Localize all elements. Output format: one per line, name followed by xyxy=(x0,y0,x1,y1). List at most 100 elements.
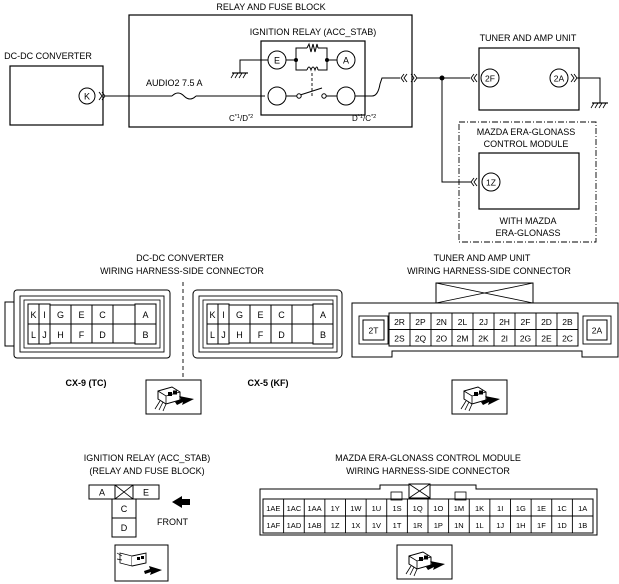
dcdc-pin-f: F xyxy=(79,330,85,340)
era-module-title-1: MAZDA ERA-GLONASS xyxy=(477,127,576,137)
era-pin-1k: 1K xyxy=(475,504,484,513)
relay-switch xyxy=(286,87,337,97)
era-pin-1ad: 1AD xyxy=(287,521,302,530)
dcdc-pin-b: B xyxy=(320,330,326,340)
connector-chevrons-1z xyxy=(470,177,478,187)
dcdc-pin-d: D xyxy=(278,330,285,340)
tuner-pin-2r: 2R xyxy=(394,317,405,327)
dcdc-pin-i: I xyxy=(43,310,46,320)
era-pin-1s: 1S xyxy=(392,504,401,513)
connector-chevrons-k xyxy=(98,91,106,101)
tuner-amp-title: TUNER AND AMP UNIT xyxy=(480,33,577,43)
tuner-pin-2k: 2K xyxy=(478,334,489,344)
dcdc-plug-orientation-icon xyxy=(145,379,202,415)
tuner-pin-2c: 2C xyxy=(562,334,573,344)
tuner-pin-2g: 2G xyxy=(520,334,531,344)
variant-cx5-label: CX-5 (KF) xyxy=(248,378,289,388)
dcdc-connector-cx5 xyxy=(192,289,343,359)
era-pin-1h: 1H xyxy=(516,521,526,530)
junction-dot-1 xyxy=(294,58,298,62)
tuner-pin-2q: 2Q xyxy=(415,334,427,344)
tuner-pin-2b: 2B xyxy=(562,317,573,327)
tuner-connector-shell xyxy=(351,282,619,358)
dcdc-pin-k: K xyxy=(30,310,36,320)
ignition-relay-frame xyxy=(260,40,366,116)
terminal-2a-label: 2A xyxy=(554,74,565,84)
tuner-pin-2s: 2S xyxy=(394,334,405,344)
dcdc-pin-c: C xyxy=(99,310,106,320)
dcdc-converter-box xyxy=(9,65,104,126)
terminal-2f xyxy=(480,68,500,88)
relay-pin-e: E xyxy=(143,488,149,498)
tuner-pin-2h: 2H xyxy=(499,317,510,327)
terminal-d-right xyxy=(336,86,356,106)
tuner-pin-2n: 2N xyxy=(436,317,447,327)
era-pin-1p: 1P xyxy=(434,521,443,530)
era-pin-1z: 1Z xyxy=(331,521,340,530)
era-pin-1x: 1X xyxy=(351,521,360,530)
era-pin-1ab: 1AB xyxy=(307,521,321,530)
relay-fuse-block-title: RELAY AND FUSE BLOCK xyxy=(216,2,325,12)
terminal-e-label: E xyxy=(274,56,280,66)
terminal-1z-label: 1Z xyxy=(486,178,496,188)
tuner-pin-2a: 2A xyxy=(592,326,603,336)
era-pin-1aa: 1AA xyxy=(307,504,321,513)
relay-coil xyxy=(306,66,319,72)
tuner-amp-box xyxy=(478,47,580,111)
with-era-line-1: WITH MAZDA xyxy=(500,216,557,226)
relay-connector-title-2: (RELAY AND FUSE BLOCK) xyxy=(89,466,204,476)
terminal-2a xyxy=(549,68,569,88)
fuse-symbol xyxy=(171,92,197,100)
relay-plug-orientation-icon xyxy=(114,544,169,582)
tuner-pin-2i: 2I xyxy=(501,334,508,344)
era-pin-1t: 1T xyxy=(393,521,402,530)
dcdc-pin-b: B xyxy=(142,330,148,340)
terminal-2f-label: 2F xyxy=(485,74,495,84)
front-arrow xyxy=(172,496,190,508)
tuner-pin-2e: 2E xyxy=(541,334,552,344)
era-connector-title-1: MAZDA ERA-GLONASS CONTROL MODULE xyxy=(335,453,521,463)
switch-contact-1 xyxy=(296,93,302,99)
era-pin-1m: 1M xyxy=(454,504,464,513)
era-pin-1w: 1W xyxy=(350,504,362,513)
era-pin-1c: 1C xyxy=(557,504,567,513)
dcdc-pin-h: H xyxy=(57,330,64,340)
dcdc-pin-k: K xyxy=(209,310,215,320)
relay-connector-title-1: IGNITION RELAY (ACC_STAB) xyxy=(84,453,211,463)
era-pin-1n: 1N xyxy=(454,521,464,530)
era-pin-1y: 1Y xyxy=(331,504,340,513)
terminal-c-left-label: C*1/D*2 xyxy=(229,114,253,123)
era-pin-1f: 1F xyxy=(537,521,546,530)
connector-chevrons-2a xyxy=(570,73,578,83)
era-plug-orientation-icon xyxy=(396,544,453,580)
era-pin-1o: 1O xyxy=(433,504,443,513)
relay-pin-a: A xyxy=(99,488,105,498)
relay-pin-d: D xyxy=(121,523,128,533)
era-pin-1b: 1B xyxy=(578,521,587,530)
tuner-pin-2m: 2M xyxy=(457,334,469,344)
dcdc-pin-j: J xyxy=(42,330,47,340)
terminal-a-label: A xyxy=(343,56,349,66)
ground-2a-wire xyxy=(577,77,601,103)
tuner-connector-title-2: WIRING HARNESS-SIDE CONNECTOR xyxy=(407,266,571,276)
era-pin-1e: 1E xyxy=(537,504,546,513)
ground-e-wire xyxy=(239,59,268,73)
terminal-1z xyxy=(481,172,501,192)
era-pin-1ac: 1AC xyxy=(287,504,302,513)
dcdc-connector-title-1: DC-DC CONVERTER xyxy=(136,253,224,263)
tuner-plug-orientation-icon xyxy=(451,379,508,415)
era-pin-1j: 1J xyxy=(496,521,504,530)
dcdc-pin-i: I xyxy=(222,310,225,320)
dcdc-pin-e: E xyxy=(257,310,263,320)
dcdc-connector-cx9 xyxy=(4,289,171,359)
dcdc-pin-c: C xyxy=(278,310,285,320)
era-pin-1r: 1R xyxy=(413,521,423,530)
tuner-pin-2j: 2J xyxy=(479,317,488,327)
variant-cx9-label: CX-9 (TC) xyxy=(66,378,107,388)
relay-resistor xyxy=(306,42,319,53)
tuner-pin-2f: 2F xyxy=(521,317,531,327)
